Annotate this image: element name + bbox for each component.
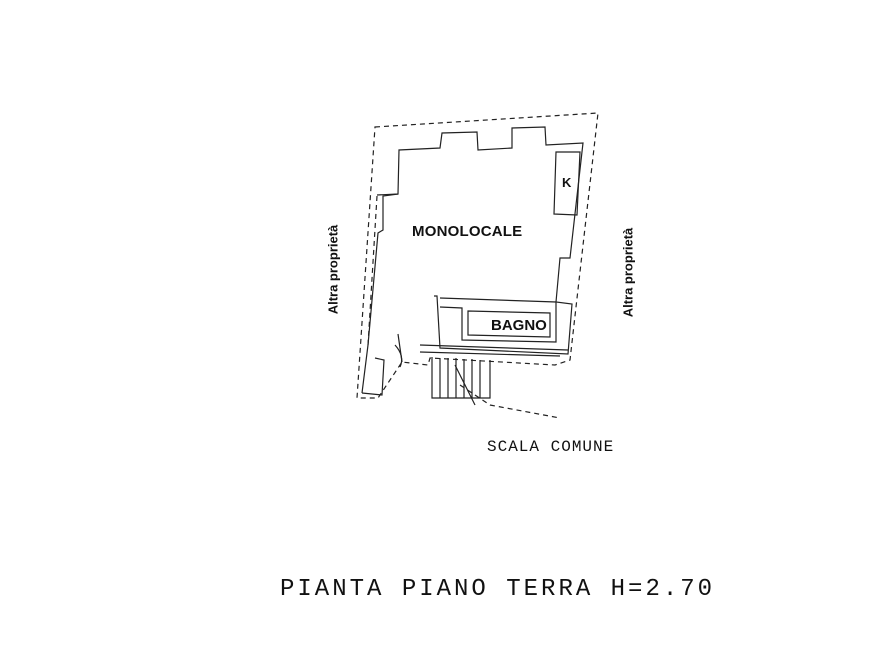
kitchen-niche — [553, 151, 581, 216]
neighbor-label-right: Altra proprietà — [620, 227, 636, 318]
outer-boundary — [356, 112, 599, 399]
corridor-line — [419, 344, 569, 351]
room-label-bagno: BAGNO — [491, 317, 547, 334]
inner-wall-line — [376, 126, 584, 355]
stair-label: SCALA COMUNE — [487, 438, 615, 456]
bottom-left-wall — [361, 357, 385, 396]
left-wall — [361, 193, 399, 394]
bathroom-walls — [439, 297, 557, 343]
plan-title: PIANTA PIANO TERRA H=2.70 — [280, 576, 716, 603]
corridor-line-2 — [419, 351, 561, 357]
door-jamb — [397, 333, 403, 363]
stairs — [431, 357, 491, 406]
stair-leader — [459, 384, 561, 419]
room-label-kitchen: K — [562, 175, 572, 190]
left-wall-inner — [367, 195, 378, 346]
room-label-monolocale: MONOLOCALE — [412, 223, 523, 240]
neighbor-label-left: Altra proprietà — [325, 224, 341, 315]
bathroom-inner — [467, 310, 551, 338]
